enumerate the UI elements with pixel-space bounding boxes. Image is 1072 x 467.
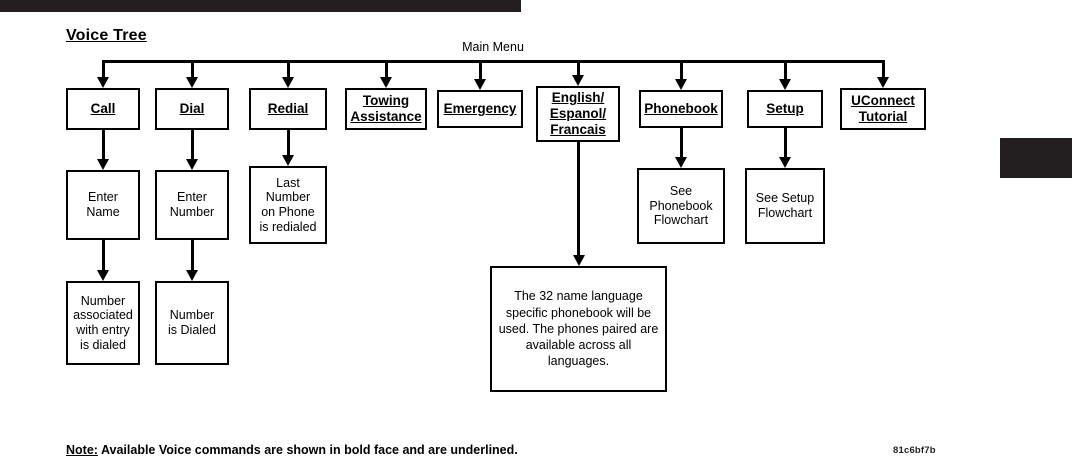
node-label-towing: Towing Assistance	[350, 93, 422, 124]
node-label-see-phonebook-flowchart: See Phonebook Flowchart	[649, 183, 713, 228]
arrow-call-to-enter-name	[97, 159, 109, 170]
node-see-setup-flowchart: See Setup Flowchart	[745, 168, 825, 244]
connector-main-menu-to-phonebook	[679, 60, 683, 80]
arrow-main-menu-to-redial	[282, 77, 294, 88]
node-phonebook[interactable]: Phonebook	[639, 90, 723, 128]
node-enter-number: Enter Number	[155, 170, 229, 240]
connector-main-menu-to-language	[576, 60, 580, 76]
connector-main-menu-to-redial	[286, 60, 290, 78]
connector-call-to-enter-name	[101, 130, 105, 160]
arrow-phonebook-to-see-phonebook-flowchart	[675, 157, 687, 168]
connector-language-to-language-note	[577, 142, 580, 256]
node-label-number-dialed: Number is Dialed	[168, 308, 216, 337]
arrow-main-menu-to-phonebook	[675, 79, 687, 90]
connector-dial-to-enter-number	[190, 130, 194, 160]
node-call[interactable]: Call	[66, 88, 140, 130]
arrow-main-menu-to-uconnect	[877, 77, 889, 88]
node-label-redial: Redial	[267, 101, 309, 117]
top-black-bar	[0, 0, 521, 12]
main-menu-label: Main Menu	[462, 40, 524, 54]
connector-main-menu-to-dial	[190, 60, 194, 78]
node-see-phonebook-flowchart: See Phonebook Flowchart	[637, 168, 725, 244]
arrow-enter-name-to-number-associated	[97, 270, 109, 281]
arrow-main-menu-to-call	[97, 77, 109, 88]
node-label-language-note: The 32 name language specific phonebook …	[498, 289, 659, 369]
connector-setup-to-see-setup-flowchart	[783, 128, 787, 158]
connector-enter-number-to-number-dialed	[190, 240, 194, 271]
node-redial[interactable]: Redial	[249, 88, 327, 130]
node-towing[interactable]: Towing Assistance	[345, 88, 427, 130]
node-label-last-number: Last Number on Phone is redialed	[259, 175, 317, 234]
node-language[interactable]: English/ Espanol/ Francais	[536, 86, 620, 142]
node-emergency[interactable]: Emergency	[437, 90, 523, 128]
node-label-language: English/ Espanol/ Francais	[549, 90, 607, 137]
connector-main-menu-to-uconnect	[881, 60, 885, 78]
page-edge-tab-marker	[1000, 138, 1072, 178]
footer-note: Note: Available Voice commands are shown…	[66, 443, 518, 457]
node-label-enter-number: Enter Number	[169, 190, 215, 219]
node-label-enter-name: Enter Name	[86, 190, 120, 219]
arrow-enter-number-to-number-dialed	[186, 270, 198, 281]
node-number-dialed: Number is Dialed	[155, 281, 229, 365]
node-enter-name: Enter Name	[66, 170, 140, 240]
node-dial[interactable]: Dial	[155, 88, 229, 130]
node-number-associated: Number associated with entry is dialed	[66, 281, 140, 365]
node-last-number: Last Number on Phone is redialed	[249, 166, 327, 244]
arrow-main-menu-to-setup	[779, 79, 791, 90]
footer-note-text: Available Voice commands are shown in bo…	[97, 443, 518, 457]
node-language-note: The 32 name language specific phonebook …	[490, 266, 667, 392]
connector-main-menu-to-setup	[783, 60, 787, 80]
node-label-number-associated: Number associated with entry is dialed	[73, 293, 133, 352]
node-label-setup: Setup	[766, 101, 804, 117]
main-menu-bus-line	[101, 60, 885, 63]
footer-note-label: Note:	[66, 443, 98, 457]
node-label-call: Call	[90, 101, 116, 117]
arrow-main-menu-to-towing	[380, 77, 392, 88]
arrow-setup-to-see-setup-flowchart	[779, 157, 791, 168]
page-title: Voice Tree	[66, 27, 147, 44]
node-setup[interactable]: Setup	[747, 90, 823, 128]
arrow-redial-to-last-number	[282, 155, 294, 166]
arrow-main-menu-to-emergency	[474, 79, 486, 90]
node-label-uconnect: UConnect Tutorial	[851, 93, 915, 124]
connector-redial-to-last-number	[286, 130, 290, 156]
connector-enter-name-to-number-associated	[101, 240, 105, 271]
connector-main-menu-to-towing	[384, 60, 388, 78]
node-label-phonebook: Phonebook	[644, 101, 718, 117]
connector-main-menu-to-call	[101, 60, 105, 78]
node-label-see-setup-flowchart: See Setup Flowchart	[755, 191, 815, 220]
document-code: 81c6bf7b	[893, 445, 936, 456]
arrow-dial-to-enter-number	[186, 159, 198, 170]
arrow-main-menu-to-dial	[186, 77, 198, 88]
arrow-language-to-language-note	[572, 255, 585, 266]
node-uconnect[interactable]: UConnect Tutorial	[840, 88, 926, 130]
node-label-emergency: Emergency	[443, 101, 517, 117]
arrow-main-menu-to-language	[572, 75, 584, 86]
connector-phonebook-to-see-phonebook-flowchart	[679, 128, 683, 158]
node-label-dial: Dial	[179, 101, 205, 117]
connector-main-menu-to-emergency	[478, 60, 482, 80]
